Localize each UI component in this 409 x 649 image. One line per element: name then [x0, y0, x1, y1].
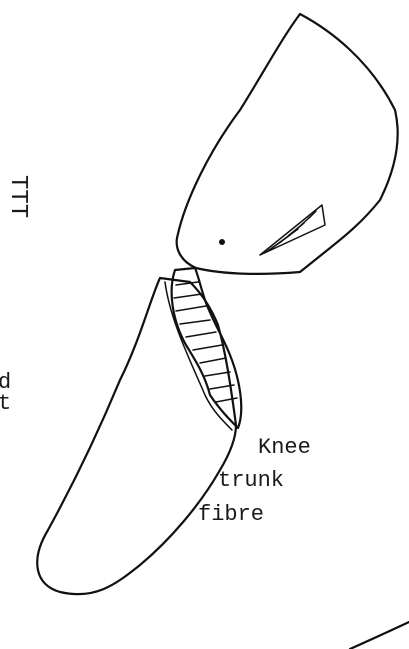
annotation-line-1: Knee	[258, 435, 311, 460]
bottom-right-stroke	[350, 622, 409, 649]
upper-wedge-hatching	[266, 211, 316, 252]
left-edge-fragment-line-2: t	[0, 391, 11, 416]
annotation-line-3: fibre	[198, 502, 264, 527]
annotation-line-2: trunk	[218, 468, 284, 493]
upper-segment-dot	[219, 239, 225, 245]
upper-segment-outline	[177, 14, 398, 274]
lower-segment-outline	[37, 278, 236, 594]
joint-inner-line	[165, 282, 232, 430]
left-vertical-text: TTT	[4, 175, 31, 218]
